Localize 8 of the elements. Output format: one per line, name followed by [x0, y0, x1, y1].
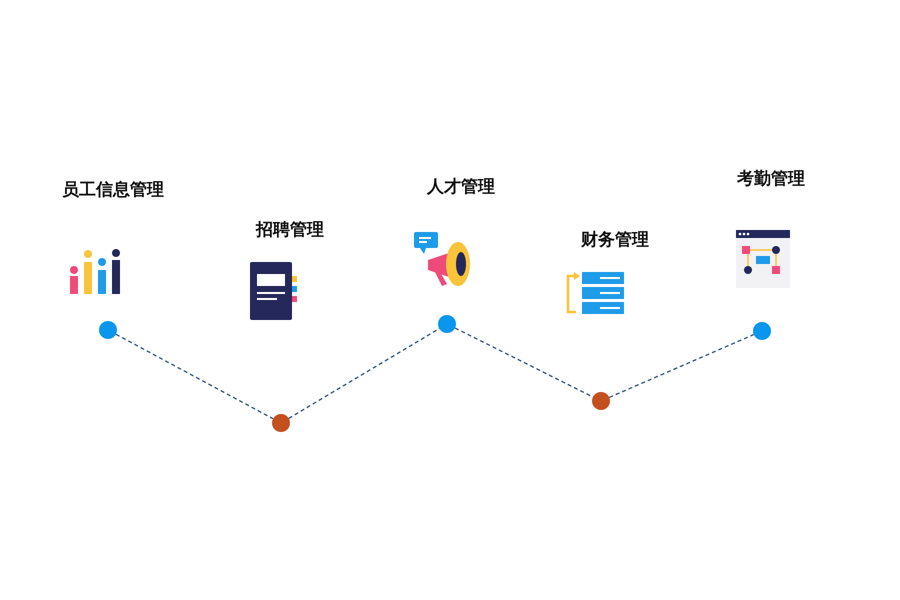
- heading-label: 员工信息管理: [62, 179, 164, 201]
- dashed-connector: [609, 334, 754, 398]
- dashed-connector: [116, 334, 274, 420]
- heading-label: 人才管理: [427, 176, 495, 198]
- heading-label: 招聘管理: [256, 219, 324, 241]
- heading-label: 考勤管理: [737, 168, 805, 190]
- dashed-connector: [454, 327, 594, 398]
- heading-label: 财务管理: [581, 229, 649, 251]
